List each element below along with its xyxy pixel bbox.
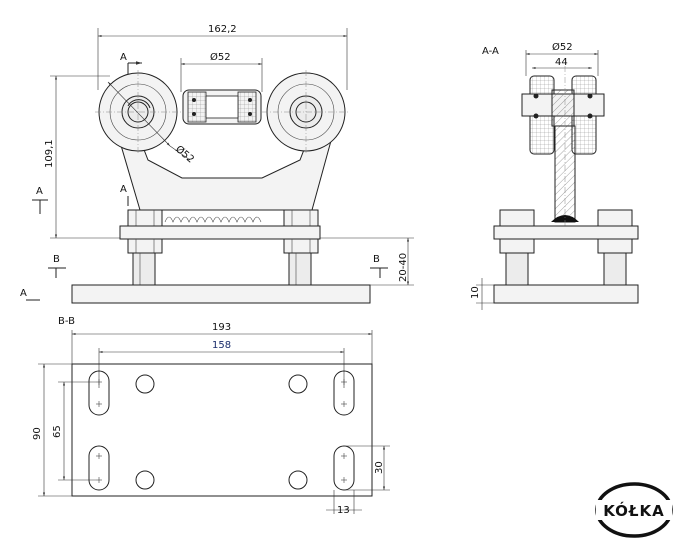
front-view: 162,2 Ø52 A 109,1 A bbox=[20, 24, 414, 304]
side-nut-top-right bbox=[597, 209, 633, 227]
slot-length-dimension: 30 bbox=[374, 461, 385, 474]
middle-plate bbox=[119, 225, 321, 240]
side-width-dimension: 44 bbox=[555, 57, 568, 68]
nut-top-right bbox=[283, 209, 319, 227]
front-width-dimension: 162,2 bbox=[208, 24, 237, 35]
slot-width-dimension: 13 bbox=[337, 505, 350, 516]
front-wheel-diameter-top: Ø52 bbox=[210, 51, 231, 63]
plan-inner-width: 158 bbox=[212, 340, 231, 351]
side-plate-thickness: 10 bbox=[470, 286, 481, 299]
slot-top-left bbox=[88, 370, 110, 416]
plan-outer-height: 90 bbox=[32, 427, 43, 440]
hole-bottom-right bbox=[288, 470, 308, 490]
section-a-label-bottom: A bbox=[120, 184, 127, 195]
logo-text: KÓŁKA bbox=[603, 501, 665, 520]
plan-outer-width: 193 bbox=[212, 322, 231, 333]
section-a-label-top: A bbox=[120, 52, 127, 63]
nut-top-left bbox=[127, 209, 163, 227]
base-plate bbox=[71, 284, 371, 304]
center-wheel-section bbox=[182, 89, 262, 125]
side-view: A-A Ø52 44 10 bbox=[470, 41, 639, 310]
plan-inner-height: 65 bbox=[52, 425, 63, 438]
right-wheel bbox=[262, 70, 350, 155]
adjust-range-dimension: 20-40 bbox=[398, 253, 409, 282]
side-nut-bottom-right bbox=[597, 238, 633, 254]
slot-top-right bbox=[333, 370, 355, 416]
brand-logo: KÓŁKA bbox=[595, 482, 673, 538]
side-view-title: A-A bbox=[482, 46, 499, 57]
plan-view: B-B 193 158 bbox=[32, 316, 390, 516]
hole-bottom-left bbox=[135, 470, 155, 490]
side-nut-top-left bbox=[499, 209, 535, 227]
slot-bottom-right bbox=[333, 445, 355, 491]
slot-bottom-left bbox=[88, 445, 110, 491]
side-bolt-left bbox=[505, 252, 529, 286]
side-wheel-diameter: Ø52 bbox=[552, 41, 573, 53]
side-nut-bottom-left bbox=[499, 238, 535, 254]
nut-bottom-right bbox=[283, 238, 319, 254]
nut-bottom-left bbox=[127, 238, 163, 254]
bolt-right bbox=[288, 252, 312, 286]
section-b-label-left: B bbox=[53, 254, 60, 265]
side-base-plate bbox=[493, 284, 639, 304]
section-a-label-left: A bbox=[36, 186, 43, 197]
bolt-left bbox=[132, 252, 156, 286]
front-height-dimension: 109,1 bbox=[44, 139, 55, 168]
hole-top-left bbox=[135, 374, 155, 394]
plan-plate-outline bbox=[71, 363, 373, 497]
hole-top-right bbox=[288, 374, 308, 394]
side-middle-plate bbox=[493, 225, 639, 240]
front-wheel-diameter-angled: Ø52 bbox=[173, 143, 197, 165]
section-b-label-right: B bbox=[373, 254, 380, 265]
section-a-label-lower-left: A bbox=[20, 288, 27, 299]
left-wheel bbox=[95, 70, 182, 155]
plan-view-title: B-B bbox=[58, 316, 75, 327]
spring bbox=[164, 216, 262, 223]
side-bolt-right bbox=[603, 252, 627, 286]
